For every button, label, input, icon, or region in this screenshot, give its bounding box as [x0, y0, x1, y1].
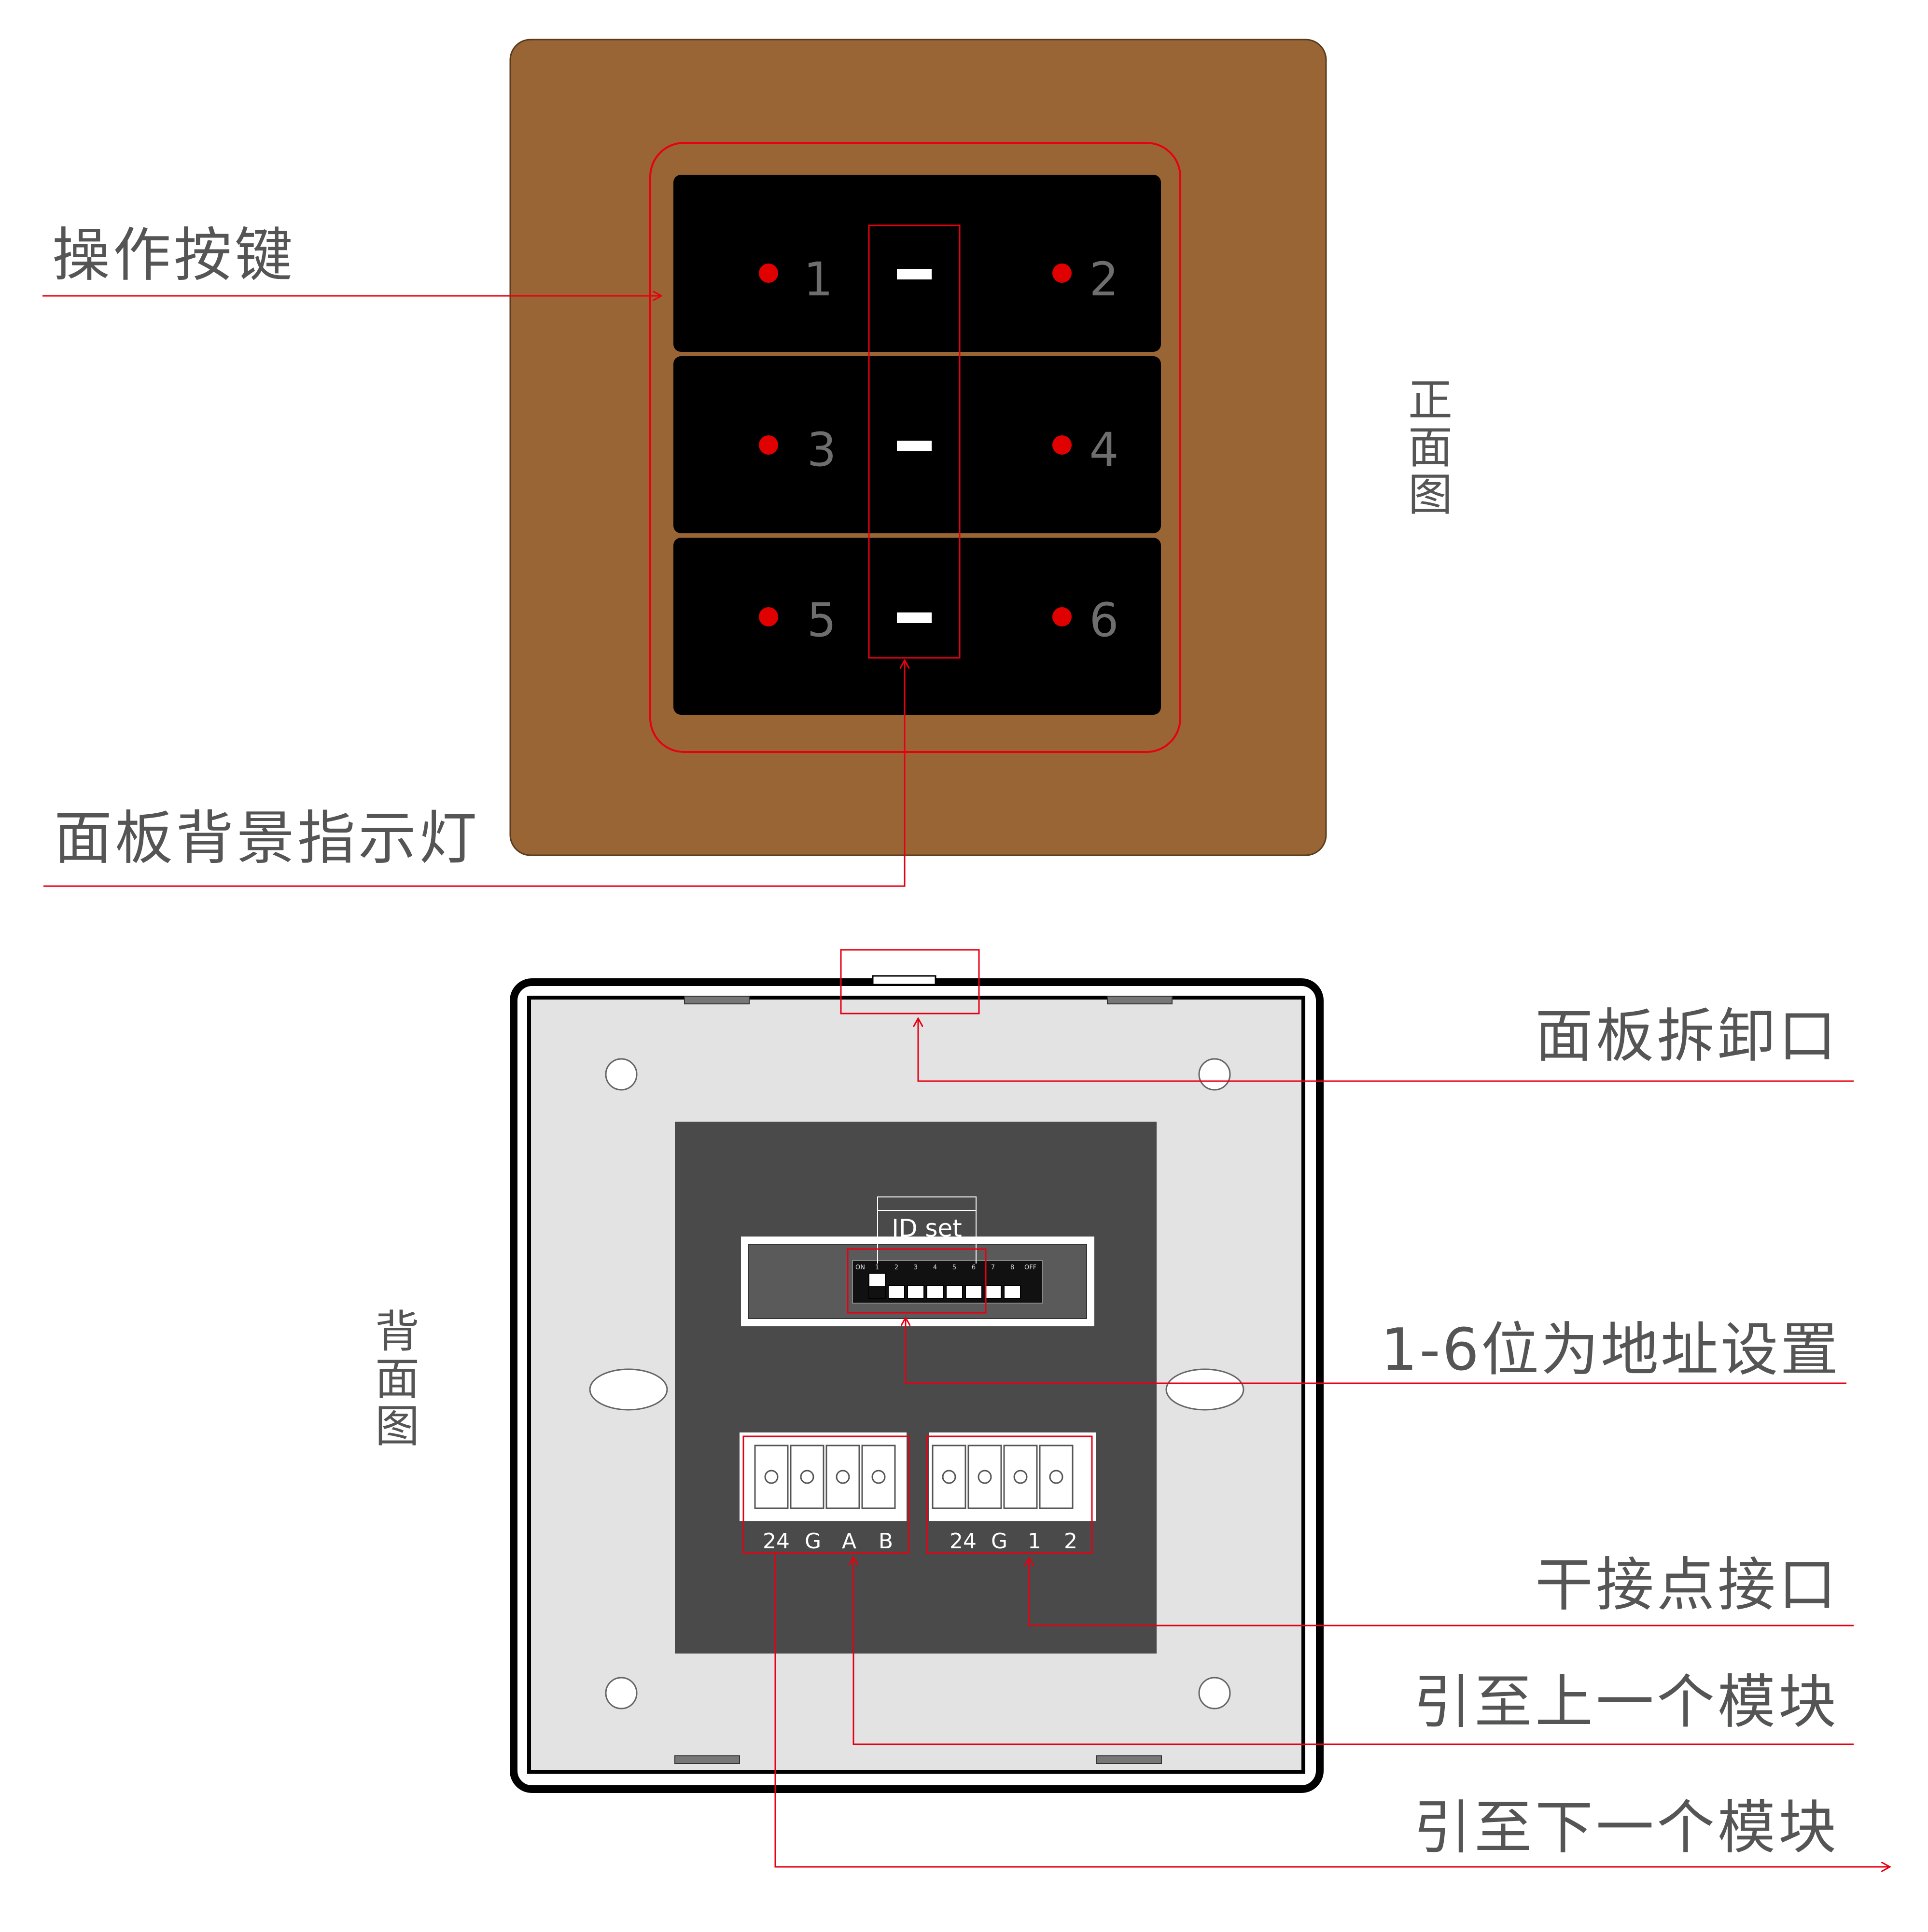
terminal-right-connectors[interactable]: [932, 1445, 1074, 1509]
backlight-bar-2: [897, 441, 932, 451]
dip-number-5: 5: [952, 1264, 956, 1271]
terminal-left-4[interactable]: [861, 1445, 896, 1509]
terminal-right-labels: 24 G 1 2: [950, 1529, 1077, 1554]
terminal-right-label-2: G: [991, 1529, 1007, 1554]
backlight-bar-1: [897, 269, 932, 279]
dip-address-highlight: [847, 1248, 987, 1314]
terminal-right-4[interactable]: [1039, 1445, 1074, 1509]
callout-address-label: 1-6位为地址设置: [1381, 1317, 1840, 1384]
key-2-indicator-led: [1052, 264, 1072, 283]
clip-top-left: [684, 996, 750, 1004]
terminal-left-2[interactable]: [790, 1445, 824, 1509]
mounting-slot-right: [1165, 1368, 1244, 1411]
key-5-indicator-led: [759, 607, 778, 626]
id-set-label: ID set: [892, 1214, 962, 1242]
dip-switch-8[interactable]: [1004, 1285, 1021, 1299]
screw-hole-top-left: [605, 1058, 638, 1091]
terminal-left-3[interactable]: [825, 1445, 860, 1509]
dip-switch-4[interactable]: [926, 1285, 944, 1299]
key-4-indicator-led: [1052, 435, 1072, 455]
release-slot[interactable]: [872, 975, 936, 986]
dip-switches[interactable]: [868, 1273, 1021, 1299]
key-4-number: 4: [1089, 423, 1118, 477]
screw-hole-bottom-right: [1198, 1677, 1231, 1710]
terminal-left-label-1: 24: [763, 1529, 790, 1554]
callout-to-upper-label: 引至上一个模块: [1413, 1669, 1839, 1736]
clip-bottom-left: [674, 1755, 740, 1764]
dip-off-label: OFF: [1024, 1264, 1036, 1271]
callout-backlight-label: 面板背景指示灯: [54, 805, 480, 872]
terminal-right-highlight: [926, 1435, 1093, 1554]
module-body: [675, 1122, 1157, 1654]
callout-dry-contact-label: 干接点接口: [1535, 1552, 1839, 1619]
dip-switch-5[interactable]: [946, 1285, 963, 1299]
callout-to-upper: 引至上一个模块: [853, 1557, 1854, 1745]
callout-address: 1-6位为地址设置: [906, 1317, 1846, 1384]
dip-switch-2[interactable]: [888, 1285, 905, 1299]
key-5-number: 5: [807, 593, 836, 647]
callout-to-lower: 引至下一个模块: [774, 1554, 1890, 1867]
terminal-left-label-3: A: [842, 1529, 856, 1554]
dip-number-4: 4: [933, 1264, 937, 1271]
backlight-bar-3: [897, 612, 932, 623]
terminal-right-label-1: 24: [950, 1529, 977, 1554]
dip-number-3: 3: [914, 1264, 918, 1271]
release-slot-highlight: [840, 949, 980, 1015]
screw-hole-top-right: [1198, 1058, 1231, 1091]
terminal-left-1[interactable]: [754, 1445, 789, 1509]
dip-switch-3[interactable]: [907, 1285, 924, 1299]
dip-number-7: 7: [991, 1264, 995, 1271]
key-2-number: 2: [1089, 252, 1118, 306]
key-6-indicator-led: [1052, 607, 1072, 626]
callout-keys: 操作按键: [42, 222, 661, 296]
callout-dry-contact: 干接点接口: [1029, 1552, 1854, 1626]
terminal-right-2[interactable]: [967, 1445, 1002, 1509]
key-1-indicator-led: [759, 264, 778, 283]
terminal-left-highlight: [742, 1435, 909, 1554]
key-row-3[interactable]: [673, 538, 1161, 715]
terminal-left-labels: 24 G A B: [763, 1529, 893, 1554]
id-set-bracket: [877, 1196, 977, 1264]
dip-on-label: ON: [855, 1264, 865, 1271]
dip-switch-6[interactable]: [965, 1285, 982, 1299]
terminal-right-label-3: 1: [1028, 1529, 1041, 1554]
callout-release-label: 面板拆卸口: [1535, 1003, 1839, 1070]
terminal-right-label-4: 2: [1064, 1529, 1077, 1554]
front-view: 1 2 3 4 5 6 正面图: [509, 39, 1453, 856]
clip-bottom-right: [1096, 1755, 1162, 1764]
key-row-1[interactable]: [673, 175, 1161, 352]
mounting-slot-left: [589, 1368, 668, 1411]
terminal-left-connectors[interactable]: [754, 1445, 896, 1509]
dip-number-8: 8: [1010, 1264, 1014, 1271]
callout-keys-label: 操作按键: [52, 222, 295, 289]
terminal-left-label-2: G: [805, 1529, 821, 1554]
callout-release: 面板拆卸口: [918, 1003, 1854, 1082]
keys-highlight-frame: [649, 142, 1181, 753]
dip-number-1: 1: [875, 1264, 879, 1271]
key-3-number: 3: [807, 423, 836, 477]
backlight-highlight-frame: [868, 224, 961, 659]
dip-switch-numbers: 1 2 3 4 5 6 7 8: [875, 1264, 1014, 1271]
back-view: ON OFF 1 2 3 4 5 6 7 8 ID set: [368, 949, 1324, 1793]
callout-to-lower-label: 引至下一个模块: [1413, 1794, 1839, 1862]
dip-number-2: 2: [894, 1264, 898, 1271]
clip-top-right: [1107, 996, 1173, 1004]
key-6-number: 6: [1089, 593, 1118, 647]
key-3-indicator-led: [759, 435, 778, 455]
front-view-label: 正面图: [1401, 376, 1453, 518]
key-1-number: 1: [803, 252, 833, 306]
terminal-right-3[interactable]: [1003, 1445, 1038, 1509]
terminal-left-label-4: B: [879, 1529, 893, 1554]
dip-number-6: 6: [972, 1264, 976, 1271]
callout-backlight: 面板背景指示灯: [43, 660, 905, 887]
dip-switch-7[interactable]: [984, 1285, 1002, 1299]
terminal-right-1[interactable]: [932, 1445, 966, 1509]
screw-hole-bottom-left: [605, 1677, 638, 1710]
back-view-label: 背面图: [368, 1308, 419, 1450]
